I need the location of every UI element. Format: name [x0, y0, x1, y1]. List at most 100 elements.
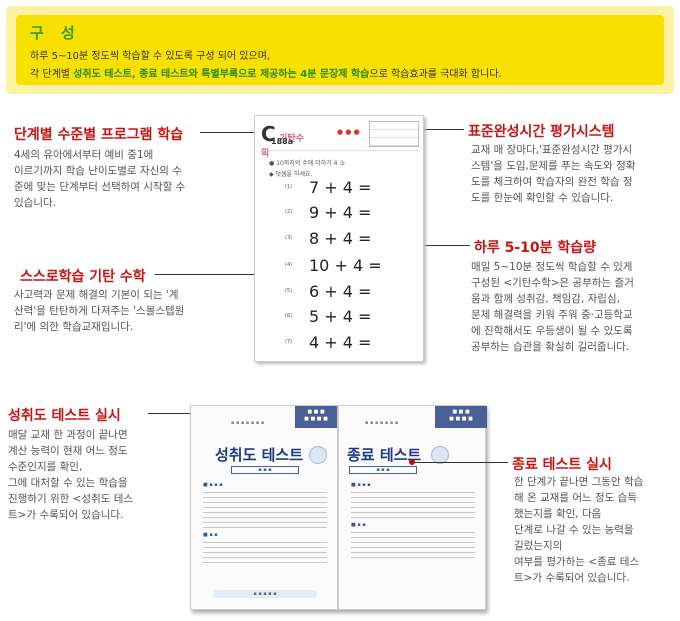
achievement-test-page: ■ ■ ■■ ■ ■ ■ ▪ ▪ ▪ ▪ ▪ ▪ ▪ 성취도 테스트 ▪ ▪ ▪… — [190, 405, 338, 610]
final-test-connector — [413, 462, 508, 463]
page-tab: ■ ■ ■■ ■ ■ ■ — [295, 406, 337, 428]
problem-row: (7) 4 + 4 = — [285, 333, 405, 353]
final-test-body-line: 한 단계가 끝나면 그동안 학습 — [514, 476, 644, 488]
problem-equation: 8 + 4 = — [309, 229, 372, 248]
problem-equation: 10 + 4 = — [309, 256, 382, 275]
daily-body-line: 문제 해결력을 키워 주워 중·고등학교 — [471, 309, 633, 321]
banner-line-2-highlight: 성취도 테스트, 종료 테스트와 특별부록으로 제공하는 4분 문장제 학습 — [73, 69, 370, 80]
achievement-body-line: 계산 능력이 현재 어느 정도 — [8, 445, 128, 457]
standard-time-body-line: 교재 매 장마다,'표준완성시간 평가시 — [471, 144, 633, 156]
achievement-body-line: 매달 교재 한 과정이 끝나면 — [8, 429, 128, 441]
page-badge-icon — [309, 446, 327, 464]
final-test-body-line: 해 온 교재를 어느 정도 습득 — [514, 492, 637, 504]
problem-row: (4) 10 + 4 = — [285, 256, 405, 276]
worksheet-divider — [261, 150, 419, 151]
problem-equation: 6 + 4 = — [309, 282, 372, 301]
self-study-body-line: 리'에 의한 학습교재입니다. — [14, 321, 134, 333]
page-text-lines: ■ ▪ ▪ ▪ ■ ▪ ▪ — [203, 482, 327, 567]
problem-number: (6) — [285, 313, 293, 319]
self-study-connector — [155, 274, 278, 275]
worksheet-logo: C 기탄수학 — [261, 122, 307, 159]
problem-number: (4) — [285, 262, 293, 268]
final-test-body-line: 길렀는지의 — [514, 540, 563, 552]
self-study-heading: 스스로학습 기탄 수학 — [20, 269, 146, 285]
level-body-line: 4세의 유아에서부터 예비 중1에 — [14, 149, 154, 161]
standard-time-body-line: 도를 한눈에 확인할 수 있습니다. — [471, 192, 614, 204]
achievement-body-line: 트>가 수록되어 있습니다. — [8, 509, 124, 521]
daily-body-line: 구성된 <기탄수학>은 공부하는 즐거 — [471, 277, 634, 289]
worksheet-score-table — [369, 121, 419, 147]
worksheet-instruction: ◆ 덧셈을 하세요. — [269, 171, 313, 178]
daily-body-line: 공부하는 습관을 확실히 길러줍니다. — [471, 341, 630, 353]
final-test-dot — [409, 459, 415, 465]
daily-body-line: 움과 함께 성취감, 책임감, 자립심, — [471, 293, 620, 305]
final-test-body-line: 여부를 평가하는 <종료 테스 — [514, 556, 640, 568]
test-booklet: ■ ■ ■■ ■ ■ ■ ▪ ▪ ▪ ▪ ▪ ▪ ▪ 성취도 테스트 ▪ ▪ ▪… — [190, 405, 487, 610]
problem-number: (7) — [285, 339, 293, 345]
score-table-row — [370, 122, 418, 130]
banner-title: 구 성 — [30, 24, 81, 42]
problem-row: (1) 7 + 4 = — [285, 178, 405, 198]
problem-row: (6) 5 + 4 = — [285, 307, 405, 327]
page-text-lines: ■ ▪ ▪ ▪ ■ ▪ ▪ — [351, 482, 475, 562]
worksheet-code: 188a — [271, 137, 294, 146]
daily-connector — [397, 245, 470, 246]
page-badge-icon — [431, 446, 449, 464]
level-body: 4세의 유아에서부터 예비 중1에 이르기까지 학습 난이도별로 자신의 수 준… — [14, 147, 244, 211]
problem-equation: 4 + 4 = — [309, 333, 372, 352]
level-body-line: 있습니다. — [14, 197, 56, 209]
daily-heading: 하루 5-10분 학습량 — [474, 240, 597, 256]
achievement-connector — [148, 413, 230, 414]
score-table-row — [370, 138, 418, 146]
header-banner-inner: 구 성 하루 5~10분 정도씩 학습할 수 있도록 구성 되어 있으며, 각 … — [16, 15, 664, 85]
page-header: ▪ ▪ ▪ ▪ ▪ ▪ ▪ — [231, 420, 265, 426]
level-body-line: 이르기까지 학습 난이도별로 자신의 수 — [14, 165, 182, 177]
standard-time-body: 교재 매 장마다,'표준완성시간 평가시 스템'을 도입,문제를 푸는 속도와 … — [471, 142, 676, 206]
header-banner: 구 성 하루 5~10분 정도씩 학습할 수 있도록 구성 되어 있으며, 각 … — [6, 6, 674, 94]
worksheet-timer-icons: ● ● ● — [337, 128, 360, 136]
page-footer: ▪ ▪ ▪ ▪ ▪ — [213, 590, 317, 598]
achievement-heading: 성취도 테스트 실시 — [8, 408, 121, 424]
problem-row: (2)9 + 4 = — [285, 203, 405, 223]
problem-number: (3) — [285, 235, 293, 241]
final-test-heading: 종료 테스트 실시 — [512, 457, 612, 473]
final-test-body-line: 트>가 수록되어 있습니다. — [514, 572, 630, 584]
problem-equation: 7 + 4 = — [309, 178, 372, 197]
page-tab: ■ ■ ■■ ■ ■ ■ — [435, 406, 487, 428]
worksheet-topic: ● 10까지의 수에 더하기 4 ③ — [269, 160, 345, 167]
self-study-body-line: 사고력과 문제 해결의 기본이 되는 '계 — [14, 289, 179, 301]
problem-number: (1) — [285, 184, 293, 190]
standard-time-heading: 표준완성시간 평가시스템 — [468, 124, 615, 140]
final-test-body-line: 단계로 나갈 수 있는 능력을 — [514, 524, 634, 536]
problem-row: (5)6 + 4 = — [285, 282, 405, 302]
final-test-page: ■ ■ ■■ ■ ■ ■ ▪ ▪ ▪ ▪ ▪ ▪ ▪ 종료 테스트 ▪ ▪ ▪ … — [338, 405, 487, 610]
worksheet-logo-mark: C — [261, 122, 276, 146]
banner-line-2: 각 단계별 성취도 테스트, 종료 테스트와 특별부록으로 제공하는 4분 문장… — [30, 65, 502, 80]
page-subtitle-box: ▪ ▪ ▪ — [231, 466, 299, 474]
final-test-body-line: 했는지를 확인, 다음 — [514, 508, 602, 520]
standard-time-body-line: 스템'을 도입,문제를 푸는 속도와 정확 — [471, 160, 636, 172]
standard-time-body-line: 도를 체크하여 학습자의 완전 학습 정 — [471, 176, 633, 188]
page-header: ▪ ▪ ▪ ▪ ▪ ▪ ▪ — [365, 420, 399, 426]
banner-line-2-post: 으로 학습효과를 극대화 합니다. — [369, 69, 502, 80]
worksheet-page: C 기탄수학 188a ● ● ● ● 10까지의 수에 더하기 4 ③ ◆ 덧… — [254, 115, 424, 362]
problem-row: (3) 8 + 4 = — [285, 229, 405, 249]
final-test-title: 종료 테스트 — [347, 446, 422, 464]
achievement-test-title: 성취도 테스트 — [215, 446, 304, 464]
banner-line-2-pre: 각 단계별 — [30, 69, 74, 80]
daily-body-line: 매일 5~10분 정도씩 학습할 수 있게 — [471, 261, 633, 273]
achievement-body-line: 그에 대처할 수 있는 학습을 — [8, 477, 128, 489]
problem-equation: 9 + 4 = — [309, 203, 372, 222]
daily-body: 매일 5~10분 정도씩 학습할 수 있게 구성된 <기탄수학>은 공부하는 즐… — [471, 259, 676, 355]
achievement-body: 매달 교재 한 과정이 끝나면 계산 능력이 현재 어느 정도 수준인지를 확인… — [8, 427, 184, 523]
banner-line-1: 하루 5~10분 정도씩 학습할 수 있도록 구성 되어 있으며, — [30, 51, 271, 62]
page-subtitle-box: ▪ ▪ ▪ — [349, 466, 417, 474]
daily-body-line: 에 진학해서도 우등생이 될 수 있도록 — [471, 325, 633, 337]
problem-equation: 5 + 4 = — [309, 307, 372, 326]
self-study-body: 사고력과 문제 해결의 기본이 되는 '계 산력'을 탄탄하게 다져주는 '스몰… — [14, 287, 244, 335]
achievement-body-line: 진행하기 위한 <성취도 테스 — [8, 493, 134, 505]
worksheet-logo-text: 기탄수학 — [261, 134, 305, 159]
final-test-body: 한 단계가 끝나면 그동안 학습 해 온 교재를 어느 정도 습득 했는지를 확… — [514, 474, 678, 586]
level-heading: 단계별 수준별 프로그램 학습 — [14, 127, 184, 143]
self-study-body-line: 산력'을 탄탄하게 다져주는 '스몰스텝원 — [14, 305, 185, 317]
